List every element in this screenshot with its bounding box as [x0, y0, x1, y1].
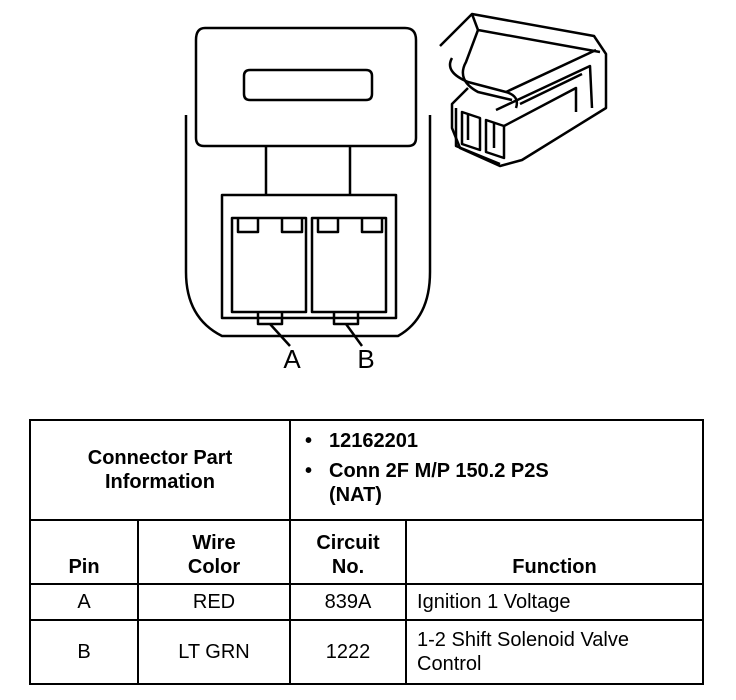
pin-leader-lines — [269, 323, 364, 347]
part-numbers-cell: 12162201 Conn 2F M/P 150.2 P2S (NAT) — [289, 419, 705, 521]
pin-label-a: A — [283, 344, 301, 374]
connector-info-table: Connector Part Information 12162201 Conn… — [28, 419, 705, 685]
column-header-row: Pin Wire Color Circuit No. Function — [29, 519, 705, 585]
part-number: Conn 2F M/P 150.2 P2S (NAT) — [305, 459, 559, 507]
wire-color-cell: LT GRN — [136, 619, 292, 685]
pin-cell: A — [29, 583, 139, 621]
part-info-row: Connector Part Information 12162201 Conn… — [28, 419, 705, 521]
connector-diagram: A B — [184, 12, 608, 374]
circuit-cell: 839A — [289, 583, 408, 621]
connector-isometric-view — [439, 12, 608, 168]
table-row: A RED 839A Ignition 1 Voltage — [29, 583, 705, 621]
connector-face-view — [184, 26, 432, 338]
part-info-label: Connector Part Information — [28, 419, 292, 521]
pin-cell: B — [29, 619, 139, 685]
function-cell: Ignition 1 Voltage — [405, 583, 705, 621]
part-number-list: 12162201 Conn 2F M/P 150.2 P2S (NAT) — [291, 429, 702, 507]
column-header-pin: Pin — [29, 519, 139, 585]
function-cell: 1-2 Shift Solenoid Valve Control — [405, 619, 705, 685]
part-number: 12162201 — [305, 429, 702, 453]
column-header-function: Function — [405, 519, 705, 585]
pin-label-b: B — [357, 344, 374, 374]
table-row: B LT GRN 1222 1-2 Shift Solenoid Valve C… — [29, 619, 705, 685]
column-header-circuit: Circuit No. — [289, 519, 408, 585]
column-header-wire-color: Wire Color — [136, 519, 292, 585]
wire-color-cell: RED — [136, 583, 292, 621]
circuit-cell: 1222 — [289, 619, 408, 685]
